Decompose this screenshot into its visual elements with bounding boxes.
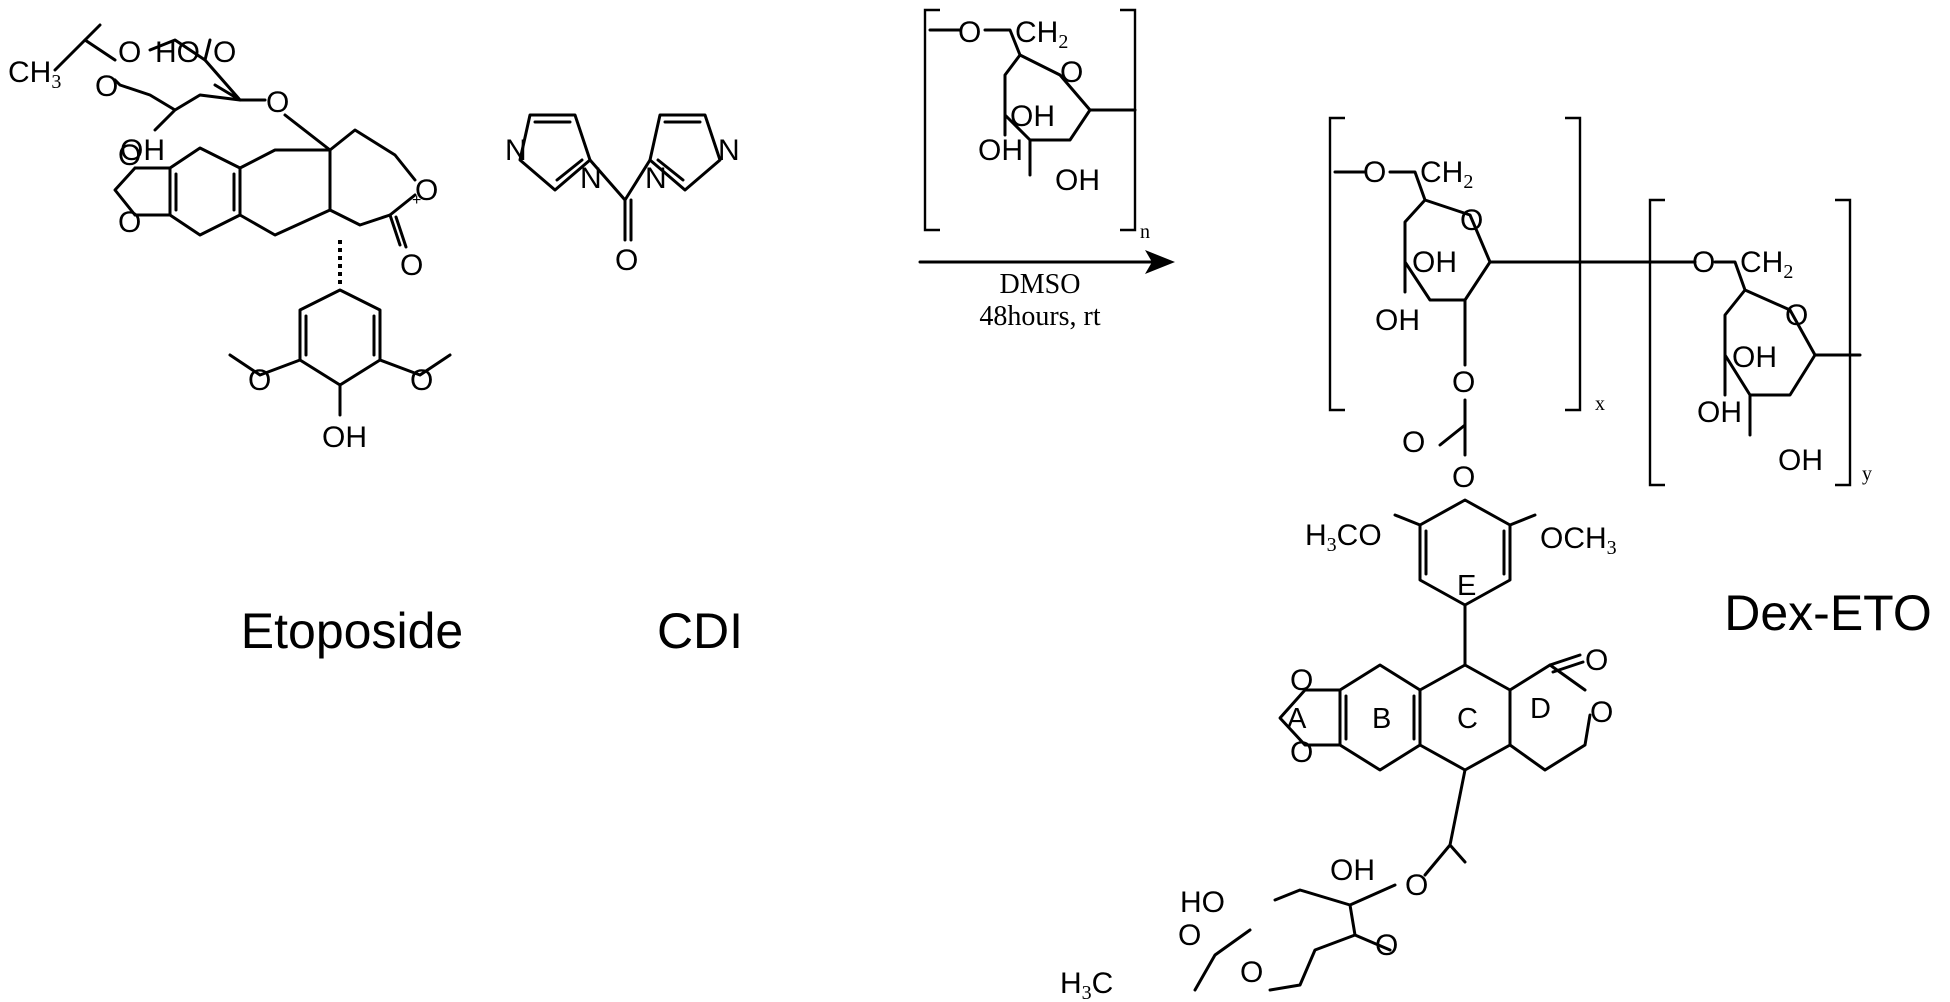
svg-text:O: O	[410, 364, 433, 397]
ring-label-a: A	[1287, 703, 1307, 735]
svg-text:OH: OH	[322, 421, 367, 454]
dex-eto-label: Dex-ETO	[1724, 585, 1931, 641]
svg-text:O: O	[213, 36, 236, 69]
svg-text:O: O	[1452, 461, 1475, 494]
svg-text:O: O	[118, 139, 141, 172]
svg-text:O: O	[1590, 696, 1613, 729]
svg-text:HO: HO	[1180, 886, 1225, 919]
svg-text:O: O	[1402, 426, 1425, 459]
svg-text:CH2: CH2	[1740, 246, 1793, 283]
svg-text:H3CO: H3CO	[1305, 519, 1382, 556]
cdi-label: CDI	[657, 603, 743, 659]
ring-label-b: B	[1372, 703, 1391, 735]
svg-text:O: O	[615, 244, 638, 277]
svg-text:N: N	[580, 162, 602, 195]
svg-text:O: O	[1585, 644, 1608, 677]
svg-text:O: O	[95, 70, 118, 103]
solvent-label: DMSO	[1000, 269, 1081, 300]
svg-text:O: O	[118, 206, 141, 239]
svg-text:OH: OH	[1778, 444, 1823, 477]
svg-text:OH: OH	[1732, 341, 1777, 374]
dex-eto-structure: x O CH2 O OH OH O O O y O CH2 O OH OH OH…	[1060, 116, 1872, 1002]
svg-text:O: O	[266, 86, 289, 119]
svg-text:O: O	[958, 16, 981, 49]
svg-text:N: N	[505, 134, 527, 167]
svg-text:O: O	[1060, 56, 1083, 89]
etoposide-structure: CH3 O O HO O OH O O O O O O O OH	[8, 23, 452, 454]
svg-text:O: O	[1785, 299, 1808, 332]
svg-text:H3C: H3C	[1060, 967, 1113, 1002]
svg-text:CH3: CH3	[8, 56, 61, 93]
ring-label-c: C	[1457, 703, 1478, 735]
svg-text:O: O	[400, 249, 423, 282]
svg-text:O: O	[1405, 869, 1428, 902]
repeat-x: x	[1595, 393, 1605, 415]
svg-text:OCH3: OCH3	[1540, 522, 1617, 559]
svg-text:CH2: CH2	[1015, 16, 1068, 53]
svg-text:OH: OH	[1697, 396, 1742, 429]
svg-text:O: O	[248, 364, 271, 397]
svg-text:O: O	[1363, 156, 1386, 189]
svg-text:HO: HO	[155, 36, 200, 69]
svg-text:OH: OH	[1375, 304, 1420, 337]
ring-label-d: D	[1530, 693, 1551, 725]
svg-text:O: O	[415, 174, 438, 207]
svg-text:O: O	[1240, 956, 1263, 989]
svg-text:OH: OH	[1010, 100, 1055, 133]
cdi-structure: N N N N O	[505, 113, 740, 277]
svg-text:O: O	[1460, 204, 1483, 237]
svg-text:O: O	[1452, 366, 1475, 399]
svg-text:OH: OH	[1412, 246, 1457, 279]
svg-text:OH: OH	[1330, 854, 1375, 887]
svg-text:O: O	[1375, 929, 1398, 962]
conditions-label: 48hours, rt	[979, 301, 1101, 332]
etoposide-label: Etoposide	[241, 603, 463, 659]
svg-text:O: O	[1290, 736, 1313, 769]
plus-sign: +	[412, 192, 421, 209]
reaction-arrow	[918, 250, 1175, 274]
svg-text:O: O	[1692, 246, 1715, 279]
svg-text:OH: OH	[978, 134, 1023, 167]
repeat-y: y	[1862, 463, 1872, 485]
svg-text:N: N	[645, 162, 667, 195]
svg-text:O: O	[118, 36, 141, 69]
dextran-reagent-structure: O CH2 O OH OH OH n	[923, 8, 1150, 243]
repeat-n: n	[1140, 221, 1150, 243]
svg-text:CH2: CH2	[1420, 156, 1473, 193]
svg-text:N: N	[718, 134, 740, 167]
svg-text:O: O	[1178, 919, 1201, 952]
ring-label-e: E	[1457, 570, 1476, 602]
svg-text:O: O	[1290, 664, 1313, 697]
svg-text:OH: OH	[1055, 164, 1100, 197]
svg-text:OH: OH	[120, 134, 165, 167]
